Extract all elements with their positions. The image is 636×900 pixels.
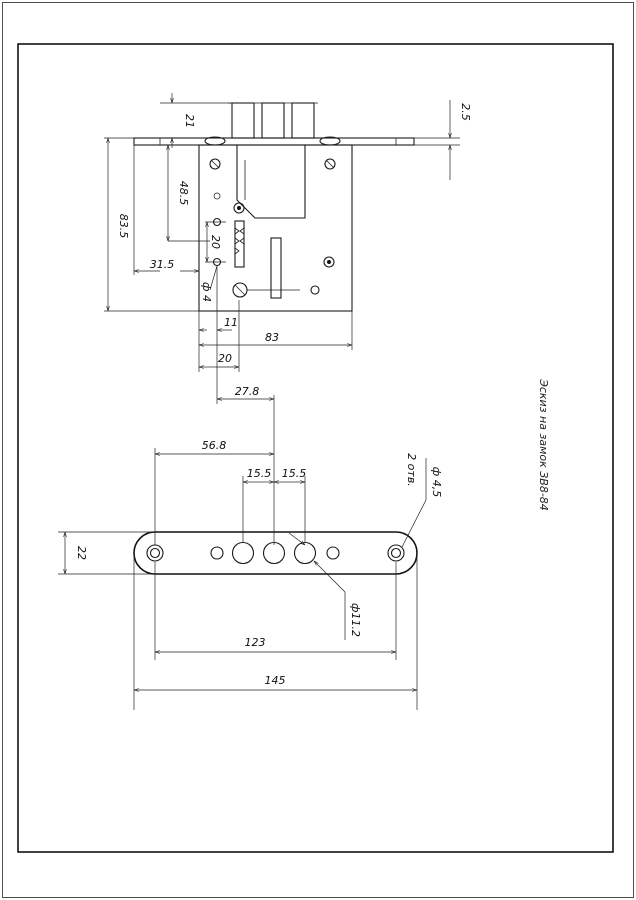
dim-31-5-label: 31.5 — [150, 258, 175, 271]
dim-15-5-a-label: 15.5 — [247, 467, 272, 480]
lower-hole — [310, 285, 320, 295]
spindle-hole — [233, 202, 245, 214]
bolt-hole-3 — [293, 541, 317, 565]
dim-145-label: 145 — [265, 674, 286, 687]
small-hole-1 — [210, 546, 224, 560]
dim-21-label: 21 — [183, 114, 196, 128]
face-plate — [133, 137, 415, 146]
cam-hole — [323, 256, 335, 268]
pin-hole-3 — [213, 192, 221, 200]
small-hole-2 — [326, 546, 340, 560]
strike-plate-drawing: 56.8 15.5 15.5 22 2 отв. ф 4,5 ф11.2 123 — [58, 439, 443, 710]
dim-123-label: 123 — [245, 636, 266, 649]
case-screw-2 — [324, 158, 336, 170]
dim-83-label: 83 — [265, 331, 279, 344]
latch-slot — [234, 220, 245, 268]
dim-27-8-label: 27.8 — [235, 385, 260, 398]
dim-d4-label: ф 4 — [200, 282, 213, 302]
dim-83-5-label: 83.5 — [117, 214, 130, 239]
bolt-hole-1 — [231, 541, 255, 565]
mount-hole-left — [146, 544, 164, 562]
sheet-frame — [17, 43, 614, 853]
dim-2-5-label: 2.5 — [459, 103, 472, 121]
dim-11-label: 11 — [224, 316, 238, 329]
bolt-1 — [231, 102, 255, 139]
lock-case — [198, 144, 353, 312]
bolt-bar — [270, 237, 282, 299]
dim-56-8-label: 56.8 — [202, 439, 227, 452]
strike-plate-outline — [133, 531, 418, 575]
gear-cavity — [236, 145, 306, 219]
dim-d11-2-label: ф11.2 — [349, 603, 362, 637]
sheet-title: Эскиз на замок ЗВ8-84 — [537, 378, 550, 511]
bolt-3 — [291, 102, 315, 139]
bolt-hole-2 — [262, 541, 286, 565]
dim-20-v-label: 20 — [209, 235, 222, 249]
bolt-2 — [261, 102, 285, 139]
dim-48-5-label: 48.5 — [177, 181, 190, 206]
dim-20-h-label: 20 — [218, 352, 232, 365]
lock-body-drawing: 21 2.5 48.5 83.5 31.5 20 ф 4 — [104, 93, 472, 545]
dim-holes-label: 2 отв. — [405, 453, 418, 487]
dim-d4-5-label: ф 4,5 — [430, 467, 443, 497]
case-screw-1 — [209, 158, 221, 170]
dim-22-label: 22 — [75, 546, 88, 560]
mount-hole-right — [387, 544, 405, 562]
dim-15-5-b-label: 15.5 — [282, 467, 307, 480]
